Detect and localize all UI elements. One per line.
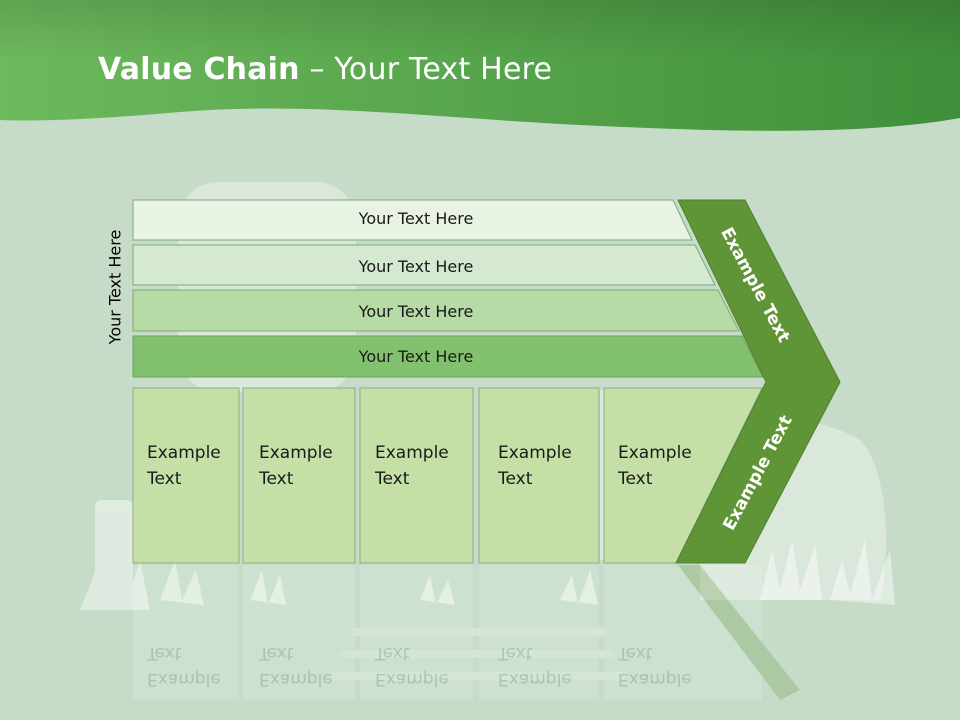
box-1-shape bbox=[132, 387, 240, 564]
box-3-reflection: Example Text bbox=[375, 643, 449, 689]
box-1-reflection: Example Text bbox=[147, 643, 221, 689]
box-4-reflection: Example Text bbox=[498, 643, 572, 689]
side-label: Your Text Here bbox=[105, 229, 125, 345]
box-5-label: Example Text bbox=[618, 443, 692, 489]
band-1-shape bbox=[132, 199, 693, 241]
box-4-label: Example Text bbox=[498, 443, 572, 489]
band-4-label: Your Text Here bbox=[358, 347, 474, 366]
box-1-label: Example Text bbox=[147, 443, 221, 489]
box-2-shape bbox=[242, 387, 356, 564]
box-3-label: Example Text bbox=[375, 443, 449, 489]
box-5-reflection: Example Text bbox=[618, 643, 692, 689]
band-3-shape bbox=[132, 289, 740, 332]
band-1-label: Your Text Here bbox=[358, 209, 474, 228]
band-3-label: Your Text Here bbox=[358, 302, 474, 321]
title-rest: – Your Text Here bbox=[299, 52, 553, 87]
reflection bbox=[133, 565, 800, 700]
page-title: Value Chain – Your Text Here bbox=[98, 52, 552, 87]
title-bold: Value Chain bbox=[98, 52, 300, 87]
box-2-reflection: Example Text bbox=[259, 643, 333, 689]
box-2-label: Example Text bbox=[259, 443, 333, 489]
band-2-label: Your Text Here bbox=[358, 257, 474, 276]
box-3-shape bbox=[359, 387, 474, 564]
chevron-shape bbox=[675, 199, 841, 564]
box-4-shape bbox=[478, 387, 600, 564]
band-2-shape bbox=[132, 244, 716, 286]
band-4-shape bbox=[132, 335, 764, 378]
grass-silhouette bbox=[80, 500, 895, 610]
